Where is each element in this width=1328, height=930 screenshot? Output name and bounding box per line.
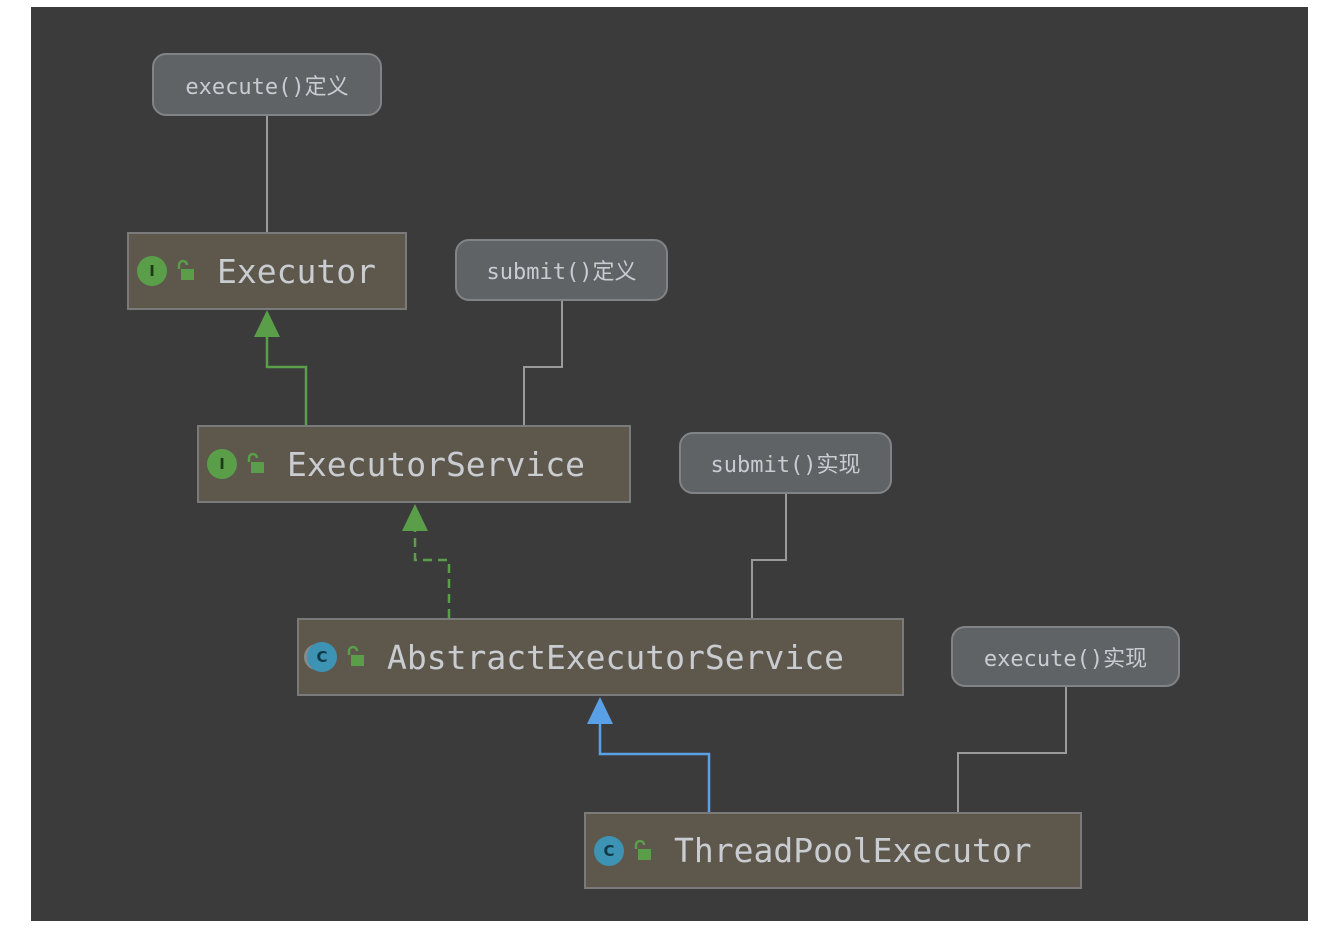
- public-unlock-icon: [347, 645, 364, 666]
- implements-line-executor-service: [413, 530, 451, 618]
- note-link-thread-pool: [957, 687, 1067, 812]
- note-thread-pool: execute()实现: [951, 626, 1180, 687]
- interface-icon: I: [137, 256, 167, 286]
- note-link-executor-service: [523, 301, 563, 425]
- implements-arrow-executor-service: [402, 504, 428, 531]
- extends-line-abstract: [598, 723, 711, 812]
- abstract-class-icon: C: [307, 642, 337, 672]
- note-text: execute()定义: [185, 74, 349, 100]
- node-label: AbstractExecutorService: [387, 637, 844, 677]
- note-abstract: submit()实现: [679, 432, 892, 494]
- extends-arrow-abstract: [587, 697, 613, 724]
- node-label: ThreadPoolExecutor: [674, 831, 1032, 870]
- node-label: Executor: [217, 251, 376, 291]
- node-abstract-executor-service[interactable]: C AbstractExecutorService: [297, 618, 904, 696]
- extends-line-executor: [265, 336, 308, 425]
- public-unlock-icon: [177, 259, 194, 280]
- class-icon: C: [594, 835, 624, 866]
- node-executor[interactable]: I Executor: [127, 232, 407, 310]
- public-unlock-icon: [634, 839, 651, 860]
- interface-icon: I: [207, 449, 237, 479]
- node-executor-service[interactable]: I ExecutorService: [197, 425, 631, 503]
- node-thread-pool-executor[interactable]: C ThreadPoolExecutor: [584, 812, 1082, 889]
- node-label: ExecutorService: [287, 444, 586, 484]
- note-text: submit()定义: [486, 260, 637, 285]
- note-text: execute()实现: [983, 646, 1148, 672]
- public-unlock-icon: [247, 452, 264, 473]
- note-executor-service: submit()定义: [455, 239, 668, 301]
- note-text: submit()实现: [710, 453, 861, 478]
- note-executor: execute()定义: [152, 53, 382, 116]
- extends-arrow-executor: [254, 310, 280, 337]
- note-link-abstract: [751, 494, 787, 618]
